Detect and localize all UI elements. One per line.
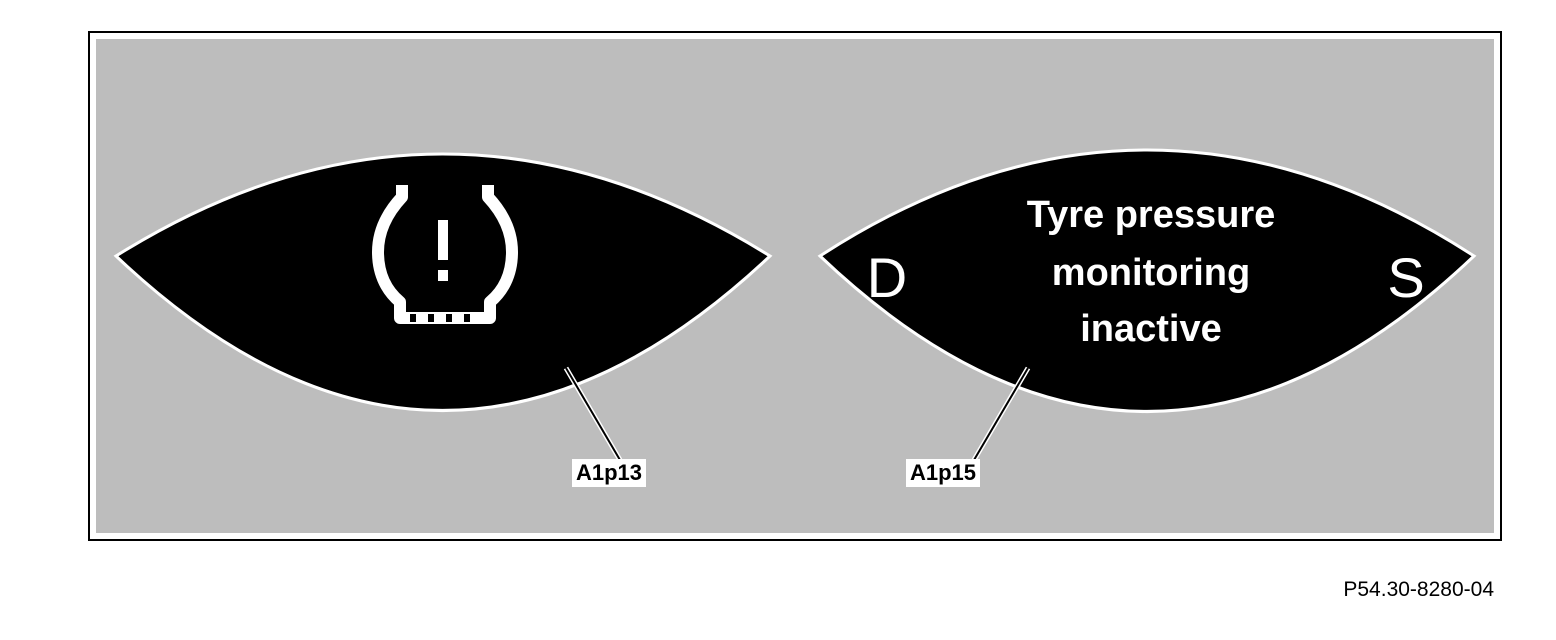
display-letter-s: S bbox=[1387, 246, 1424, 309]
message-line-3: inactive bbox=[1080, 308, 1222, 350]
tyre-pressure-warning-icon bbox=[372, 185, 518, 324]
display-letter-d: D bbox=[867, 246, 907, 309]
message-line-2: monitoring bbox=[1052, 252, 1250, 294]
left-display-screen bbox=[113, 152, 773, 412]
callout-label-a1p15: A1p15 bbox=[906, 459, 981, 487]
leader-line-a1p15 bbox=[971, 366, 1031, 462]
callout-label-a1p13: A1p13 bbox=[572, 459, 647, 487]
right-display-screen bbox=[817, 148, 1477, 413]
figure-reference: P54.30-8280-04 bbox=[1343, 578, 1494, 601]
leader-line-a1p13 bbox=[563, 366, 623, 462]
tyre-tread-marks bbox=[410, 314, 470, 322]
message-line-1: Tyre pressure bbox=[1027, 194, 1276, 236]
exclamation-mark-icon bbox=[438, 220, 448, 281]
